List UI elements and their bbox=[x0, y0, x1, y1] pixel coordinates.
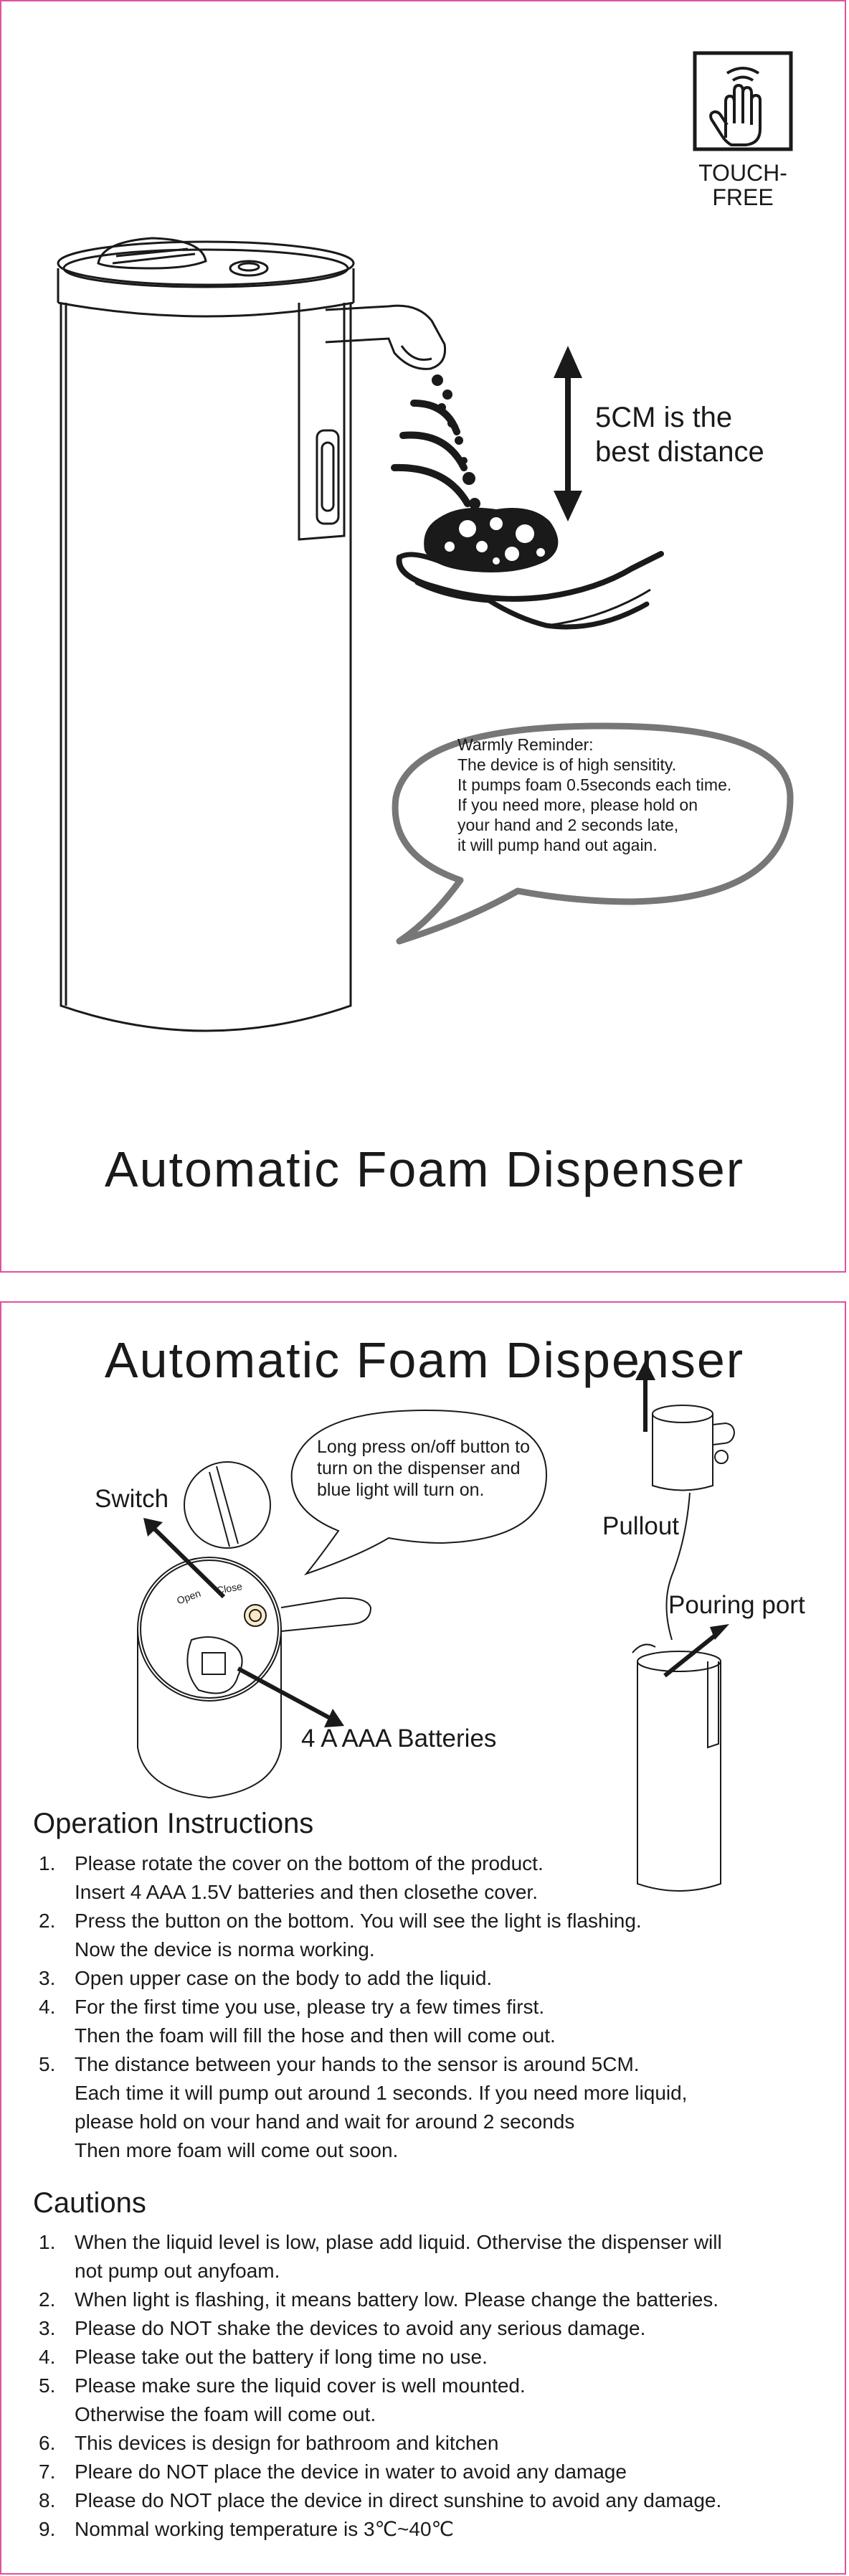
on-off-callout-text: Long press on/off button to turn on the … bbox=[317, 1436, 530, 1501]
operation-step: 4. For the first time you use, please tr… bbox=[33, 1993, 750, 2050]
distance-arrow bbox=[554, 346, 582, 522]
step-number: 3. bbox=[39, 1967, 56, 1989]
step-number: 5. bbox=[39, 2053, 56, 2075]
step-text: For the first time you use, please try a… bbox=[75, 1996, 545, 2018]
manual-page-1: TOUCH- FREE 5CM is the best distance War… bbox=[0, 0, 846, 1273]
caution-number: 8. bbox=[39, 2489, 56, 2511]
step-number: 1. bbox=[39, 1852, 56, 1874]
callout-speech-bubble bbox=[290, 1409, 548, 1576]
caution-text: When the liquid level is low, plase add … bbox=[75, 2231, 722, 2253]
caution-text: Please do NOT place the device in direct… bbox=[75, 2489, 722, 2511]
caution-number: 4. bbox=[39, 2346, 56, 2368]
distance-label-line: 5CM is the bbox=[595, 402, 733, 433]
caution-number: 1. bbox=[39, 2231, 56, 2253]
distance-label-line: best distance bbox=[595, 436, 764, 468]
step-text: Now the device is norma working. bbox=[75, 1938, 375, 1961]
operation-instructions-heading: Operation Instructions bbox=[33, 1808, 314, 1839]
part-arrows bbox=[143, 1360, 729, 1727]
caution-text: When light is flashing, it means battery… bbox=[75, 2288, 719, 2311]
reminder-line: Warmly Reminder: bbox=[457, 735, 594, 754]
distance-label: 5CM is the best distance bbox=[595, 400, 764, 469]
page-1-title: Automatic Foam Dispenser bbox=[104, 1141, 745, 1197]
touch-free-label-line: TOUCH- bbox=[698, 160, 787, 186]
step-number: 2. bbox=[39, 1910, 56, 1932]
step-text: Open upper case on the body to add the l… bbox=[75, 1967, 493, 1989]
caution-item: 7. Pleare do NOT place the device in wat… bbox=[33, 2458, 822, 2486]
step-text: Then more foam will come out soon. bbox=[75, 2139, 399, 2161]
caution-text: Nommal working temperature is 3℃~40℃ bbox=[75, 2518, 454, 2540]
reminder-speech-bubble bbox=[392, 722, 794, 945]
caution-number: 9. bbox=[39, 2518, 56, 2540]
page-1-illustration bbox=[57, 51, 794, 1032]
caution-item: 6. This devices is design for bathroom a… bbox=[33, 2429, 822, 2458]
callout-line: turn on the dispenser and bbox=[317, 1458, 521, 1478]
reminder-line: It pumps foam 0.5seconds each time. bbox=[457, 775, 732, 794]
cautions-heading: Cautions bbox=[33, 2187, 146, 2219]
reminder-line: If you need more, please hold on bbox=[457, 796, 698, 814]
caution-text: not pump out anyfoam. bbox=[75, 2260, 280, 2282]
step-text: Each time it will pump out around 1 seco… bbox=[75, 2082, 688, 2104]
cautions-list: 1. When the liquid level is low, plase a… bbox=[33, 2228, 822, 2544]
hand-with-foam-drawing bbox=[396, 507, 664, 630]
switch-label: Switch bbox=[95, 1485, 169, 1513]
callout-line: blue light will turn on. bbox=[317, 1480, 485, 1500]
caution-item: 8. Please do NOT place the device in dir… bbox=[33, 2486, 822, 2515]
operation-step: 1. Please rotate the cover on the bottom… bbox=[33, 1849, 750, 1907]
caution-number: 5. bbox=[39, 2374, 56, 2397]
step-text: Press the button on the bottom. You will… bbox=[75, 1910, 642, 1932]
operation-step: 2. Press the button on the bottom. You w… bbox=[33, 1907, 750, 1964]
page-2-illustration bbox=[137, 1360, 736, 1892]
step-text: Then the foam will fill the hose and the… bbox=[75, 2024, 556, 2047]
caution-text: Please do NOT shake the devices to avoid… bbox=[75, 2317, 646, 2339]
callout-line: Long press on/off button to bbox=[317, 1437, 530, 1457]
reminder-line: it will pump hand out again. bbox=[457, 836, 658, 854]
step-text: please hold on vour hand and wait for ar… bbox=[75, 2110, 575, 2133]
caution-item: 5. Please make sure the liquid cover is … bbox=[33, 2372, 822, 2429]
caution-item: 3. Please do NOT shake the devices to av… bbox=[33, 2314, 822, 2343]
page-2-title: Automatic Foam Dispenser bbox=[104, 1332, 745, 1388]
dispenser-body-drawing bbox=[57, 237, 447, 1032]
caution-number: 3. bbox=[39, 2317, 56, 2339]
caution-item: 9. Nommal working temperature is 3℃~40℃ bbox=[33, 2515, 822, 2544]
operation-step: 5. The distance between your hands to th… bbox=[33, 2050, 750, 2165]
sensor-waves bbox=[391, 400, 471, 507]
switch-knob-drawing bbox=[184, 1461, 271, 1549]
caution-text: Please take out the battery if long time… bbox=[75, 2346, 488, 2368]
operation-step: 3. Open upper case on the body to add th… bbox=[33, 1964, 750, 1993]
step-number: 4. bbox=[39, 1996, 56, 2018]
reminder-line: The device is of high sensitity. bbox=[457, 755, 677, 774]
caution-number: 2. bbox=[39, 2288, 56, 2311]
touch-free-hand-icon bbox=[693, 51, 793, 151]
caution-item: 2. When light is flashing, it means batt… bbox=[33, 2285, 822, 2314]
reminder-line: your hand and 2 seconds late, bbox=[457, 816, 679, 834]
step-text: Insert 4 AAA 1.5V batteries and then clo… bbox=[75, 1881, 538, 1903]
caution-text: This devices is design for bathroom and … bbox=[75, 2432, 499, 2454]
pouring-port-label: Pouring port bbox=[668, 1591, 805, 1619]
manual-page-2: Automatic Foam Dispenser Long press on/o… bbox=[0, 1301, 846, 2575]
touch-free-label-line: FREE bbox=[712, 184, 774, 210]
caution-text: Please make sure the liquid cover is wel… bbox=[75, 2374, 526, 2397]
caution-item: 1. When the liquid level is low, plase a… bbox=[33, 2228, 822, 2285]
operation-instructions-list: 1. Please rotate the cover on the bottom… bbox=[33, 1849, 750, 2165]
warmly-reminder-text: Warmly Reminder: The device is of high s… bbox=[457, 735, 731, 855]
pullout-dispenser-drawing bbox=[632, 1405, 736, 1892]
step-text: Please rotate the cover on the bottom of… bbox=[75, 1852, 544, 1874]
caution-number: 6. bbox=[39, 2432, 56, 2454]
caution-text: Otherwise the foam will come out. bbox=[75, 2403, 376, 2425]
touch-free-label: TOUCH- FREE bbox=[686, 161, 800, 209]
batteries-label: 4 A AAA Batteries bbox=[301, 1725, 497, 1752]
dispenser-bottom-view-drawing bbox=[137, 1557, 372, 1799]
pullout-label: Pullout bbox=[602, 1512, 680, 1540]
caution-text: Pleare do NOT place the device in water … bbox=[75, 2461, 627, 2483]
caution-item: 4. Please take out the battery if long t… bbox=[33, 2343, 822, 2372]
caution-number: 7. bbox=[39, 2461, 56, 2483]
step-text: The distance between your hands to the s… bbox=[75, 2053, 640, 2075]
